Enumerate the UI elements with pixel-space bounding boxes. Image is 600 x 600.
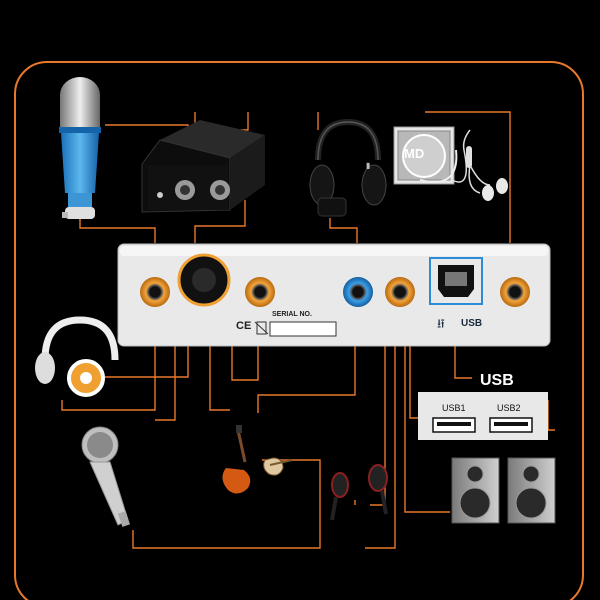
md-label: MD [404,146,425,161]
guitar-icon [222,425,293,494]
md-player-icon [393,126,508,201]
handheld-mic-icon [81,426,130,527]
headphones-icon [35,316,119,397]
ce-mark: CE [236,320,252,332]
jack-blue [343,277,373,307]
usb2-label: USB2 [497,403,521,413]
jack-left-2 [245,277,275,307]
outer-frame [14,61,584,600]
svg-text:▮: ▮ [366,161,370,170]
serial-box [269,321,337,337]
usb-panel-title: USB [480,372,514,389]
earphones-icon [330,464,388,521]
jack-right-orange-1 [385,277,415,307]
phantom-power-icon [141,120,265,213]
usb1-label: USB1 [442,403,466,413]
wires [61,111,555,549]
serial-number-label: SERIAL NO. [272,311,312,318]
usb-port-label: USB [461,318,483,329]
jack-left-1 [140,277,170,307]
speakers-icon [451,457,556,524]
jacks: ⭿ [140,253,530,337]
usb-panel [418,392,548,440]
usb-symbol-icon: ⭿ [437,317,445,331]
studio-headphones-icon: ▮ [309,118,387,217]
condenser-mic-icon [59,77,101,219]
jack-right-orange-2 [500,277,530,307]
